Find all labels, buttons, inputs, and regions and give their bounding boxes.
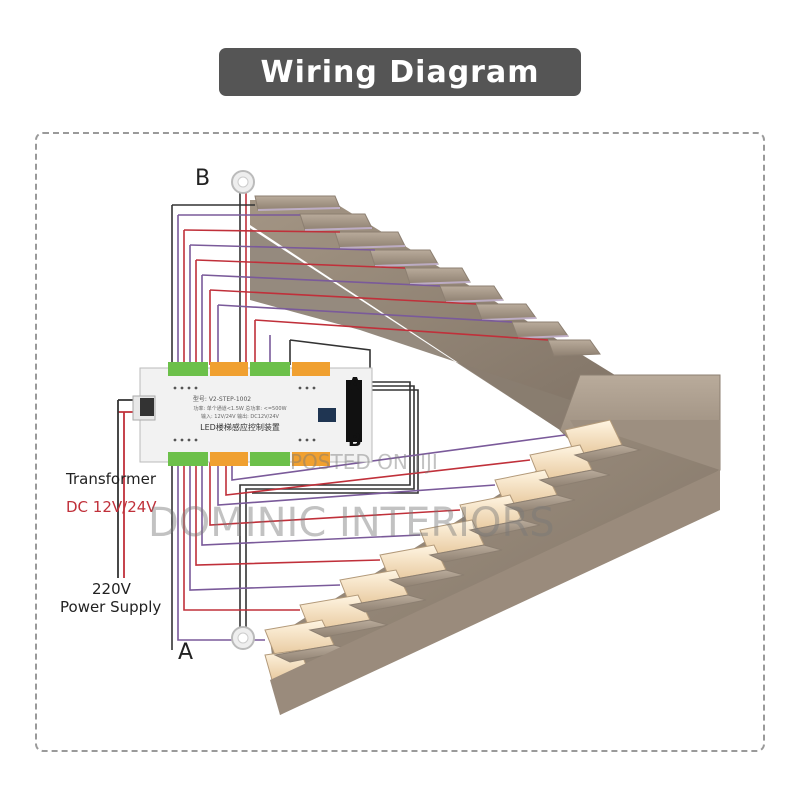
power-supply-label: Power Supply [60,598,162,616]
ab-port [346,380,362,442]
watermark-dominic: DOMINIC INTERIORS [148,500,555,546]
sensor-a [231,626,255,650]
diagram-title: Wiring Diagram [219,48,581,96]
controller-box [132,362,373,466]
controller-spec-1: 功率: 单个通道<1.5W 总功率: <=500W [193,405,286,412]
controller-spec-2: 输入: 12V/24V 输出: DC12V/24V [201,413,280,420]
sensor-b [231,170,255,194]
power-wires [117,399,140,578]
controller-model-text: 型号: V2-STEP-1002 [193,395,251,403]
upper-wires [171,190,549,380]
top-terminal-blocks [168,362,330,376]
controller-port-b-label: B [348,430,362,451]
bottom-terminal-blocks [168,452,330,466]
controller-display [318,408,336,422]
power-voltage-label: 220V [92,580,131,598]
controller-name-text: LED楼梯感应控制装置 [200,422,280,432]
transformer-label: Transformer [66,470,157,488]
ab-cable [239,381,419,630]
controller-port-a-label: A [348,374,362,395]
sensor-b-label: B [195,166,211,191]
watermark-posted: POSTED ON JIJI [290,450,438,474]
upper-stairs [250,195,721,471]
lower-stairs [264,419,720,715]
dc-voltage-label: DC 12V/24V [66,498,157,516]
diagram-frame [35,132,765,752]
sensor-a-label: A [178,640,194,665]
